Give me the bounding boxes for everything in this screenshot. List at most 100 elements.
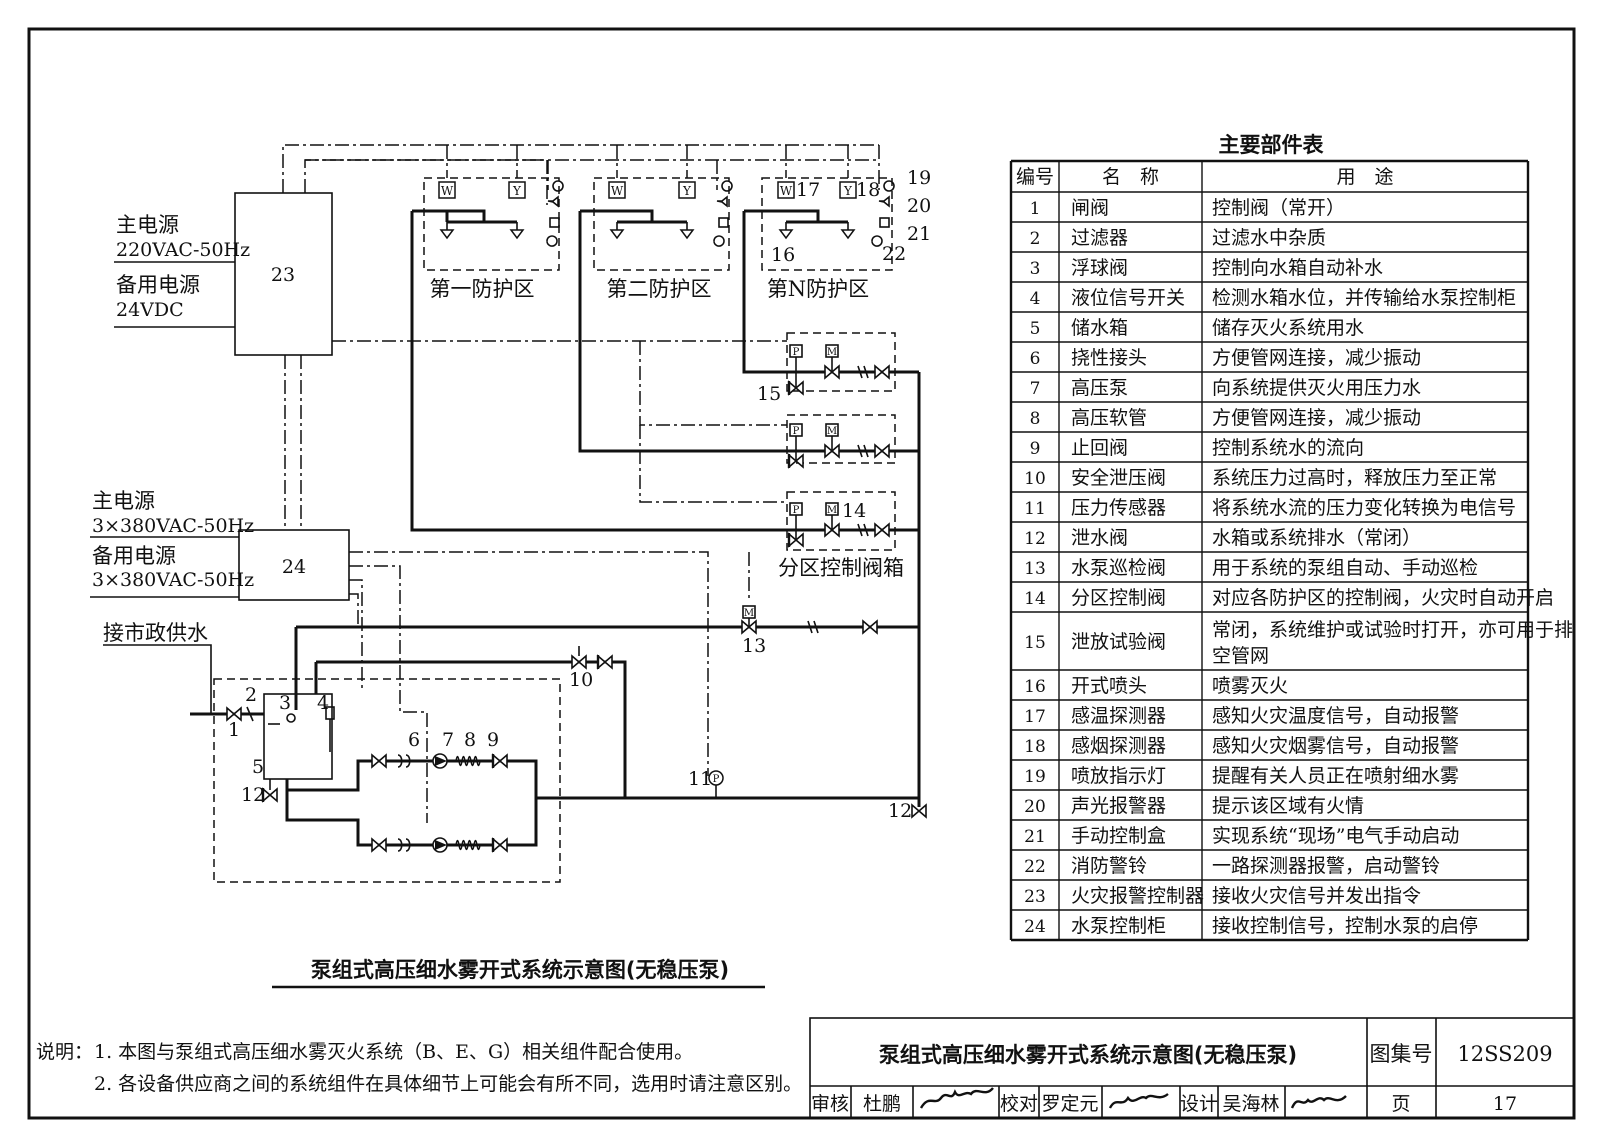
component-number-12-riser: 12 (888, 800, 912, 822)
table-cell-purpose: 实现系统“现场”电气手动启动 (1212, 825, 1459, 847)
reviewer-name: 杜鹏 (863, 1093, 901, 1115)
table-cell-number: 18 (1024, 737, 1046, 757)
table-cell-number: 2 (1030, 229, 1041, 249)
parts-table-title: 主要部件表 (1219, 133, 1325, 157)
table-cell-name: 感温探测器 (1071, 705, 1166, 727)
checker-signature (1108, 1093, 1169, 1109)
table-cell-name: 浮球阀 (1071, 257, 1128, 279)
component-number-7: 7 (442, 729, 454, 751)
table-cell-name: 水泵巡检阀 (1071, 557, 1166, 579)
table-cell-name: 感烟探测器 (1071, 735, 1166, 757)
table-cell-purpose: 水箱或系统排水（常闭） (1212, 527, 1421, 549)
table-cell-number: 11 (1024, 499, 1046, 519)
power24-main-value: 3×380VAC-50Hz (92, 515, 254, 537)
svg-text:M: M (827, 426, 837, 437)
table-cell-purpose: 提醒有关人员正在喷射细水雾 (1212, 765, 1459, 787)
table-cell-name: 泄放试验阀 (1071, 631, 1166, 653)
page-label: 页 (1391, 1093, 1410, 1115)
component-number-15: 15 (757, 383, 781, 405)
checker-name: 罗定元 (1041, 1093, 1098, 1115)
diagram-title: 泵组式高压细水雾开式系统示意图(无稳压泵) (311, 958, 729, 982)
component-number-5: 5 (252, 756, 264, 778)
component-number-4: 4 (317, 692, 329, 714)
svg-text:P: P (793, 426, 800, 437)
table-cell-number: 24 (1024, 917, 1046, 937)
table-cell-purpose: 一路探测器报警，启动警铃 (1212, 855, 1440, 877)
table-cell-name: 液位信号开关 (1071, 287, 1185, 309)
svg-text:P: P (713, 774, 720, 785)
zone-1-supply-pipe (410, 211, 787, 532)
table-cell-number: 3 (1030, 259, 1041, 279)
table-cell-purpose: 检测水箱水位，并传输给水泵控制柜 (1212, 287, 1516, 309)
table-header-number: 编号 (1016, 166, 1054, 188)
box-23-number: 23 (271, 264, 295, 286)
svg-text:M: M (827, 347, 837, 358)
table-cell-purpose: 提示该区域有火情 (1212, 795, 1364, 817)
water-tank (263, 693, 333, 780)
zone-n-devices: W Y (744, 180, 895, 247)
power23-main-value: 220VAC-50Hz (116, 239, 250, 261)
box-24-number: 24 (282, 556, 306, 578)
power24-backup-label: 备用电源 (92, 544, 176, 568)
sheet-border (27, 27, 1576, 1120)
table-cell-purpose: 向系统提供灭火用压力水 (1212, 377, 1421, 399)
svg-text:P: P (793, 505, 800, 516)
zone-2-supply-pipe (578, 211, 787, 453)
table-cell-purpose: 控制系统水的流向 (1212, 437, 1364, 459)
svg-text:Y: Y (843, 184, 853, 198)
table-cell-name: 安全泄压阀 (1071, 467, 1166, 489)
table-cell-name: 挠性接头 (1071, 347, 1147, 369)
table-cell-purpose: 常闭，系统维护或试验时打开，亦可用于排空管网 (1212, 619, 1573, 667)
svg-text:M: M (827, 505, 837, 516)
table-header-purpose: 用 途 (1336, 166, 1393, 188)
table-cell-number: 10 (1024, 469, 1046, 489)
power24-backup-value: 3×380VAC-50Hz (92, 569, 254, 591)
pump-skid-box (213, 678, 561, 883)
svg-text:M: M (744, 608, 754, 619)
review-label: 审核 (811, 1093, 849, 1115)
table-cell-number: 14 (1024, 589, 1046, 609)
svg-text:P: P (793, 347, 800, 358)
table-cell-name: 储水箱 (1071, 317, 1128, 339)
table-cell-purpose: 喷雾灭火 (1212, 675, 1288, 697)
component-number-10: 10 (569, 669, 593, 691)
zone-2-label: 第二防护区 (607, 277, 712, 301)
table-cell-number: 5 (1030, 319, 1041, 339)
zone-valve-assemblies: P M P M P M (787, 344, 919, 549)
valve-box-label: 分区控制阀箱 (778, 556, 904, 580)
table-cell-name: 手动控制盒 (1071, 825, 1166, 847)
table-cell-name: 水泵控制柜 (1071, 915, 1166, 937)
component-number-6: 6 (408, 729, 420, 751)
note-1: 1. 本图与泵组式高压细水雾灭火系统（B、E、G）相关组件配合使用。 (94, 1041, 693, 1063)
atlas-label: 图集号 (1370, 1042, 1433, 1066)
svg-text:W: W (780, 184, 793, 198)
table-cell-number: 13 (1024, 559, 1046, 579)
table-cell-purpose: 过滤水中杂质 (1212, 227, 1326, 249)
component-number-20: 20 (907, 195, 931, 217)
component-number-13: 13 (742, 635, 766, 657)
table-cell-number: 23 (1024, 887, 1046, 907)
table-cell-name: 压力传感器 (1071, 497, 1166, 519)
table-cell-number: 1 (1030, 199, 1041, 219)
svg-text:W: W (611, 184, 624, 198)
power23-backup-label: 备用电源 (116, 273, 200, 297)
table-cell-purpose: 用于系统的泵组自动、手动巡检 (1212, 557, 1478, 579)
zone-1-label: 第一防护区 (430, 277, 535, 301)
table-cell-name: 高压软管 (1071, 407, 1147, 429)
table-cell-name: 高压泵 (1071, 377, 1128, 399)
atlas-number: 12SS209 (1457, 1042, 1552, 1066)
page-number: 17 (1493, 1093, 1517, 1115)
table-cell-name: 过滤器 (1071, 227, 1128, 249)
table-cell-number: 16 (1024, 677, 1046, 697)
component-number-11: 11 (688, 768, 712, 790)
table-cell-number: 19 (1024, 767, 1046, 787)
table-cell-number: 17 (1024, 707, 1046, 727)
table-cell-purpose: 方便管网连接，减少振动 (1212, 407, 1421, 429)
table-cell-name: 泄水阀 (1071, 527, 1128, 549)
table-cell-purpose: 对应各防护区的控制阀，火灾时自动开启 (1212, 587, 1554, 609)
table-cell-name: 火灾报警控制器 (1071, 885, 1204, 907)
zone-1-devices: W Y (412, 180, 564, 247)
designer-signature (1290, 1095, 1347, 1109)
component-number-21: 21 (907, 223, 931, 245)
component-number-14: 14 (842, 500, 866, 522)
